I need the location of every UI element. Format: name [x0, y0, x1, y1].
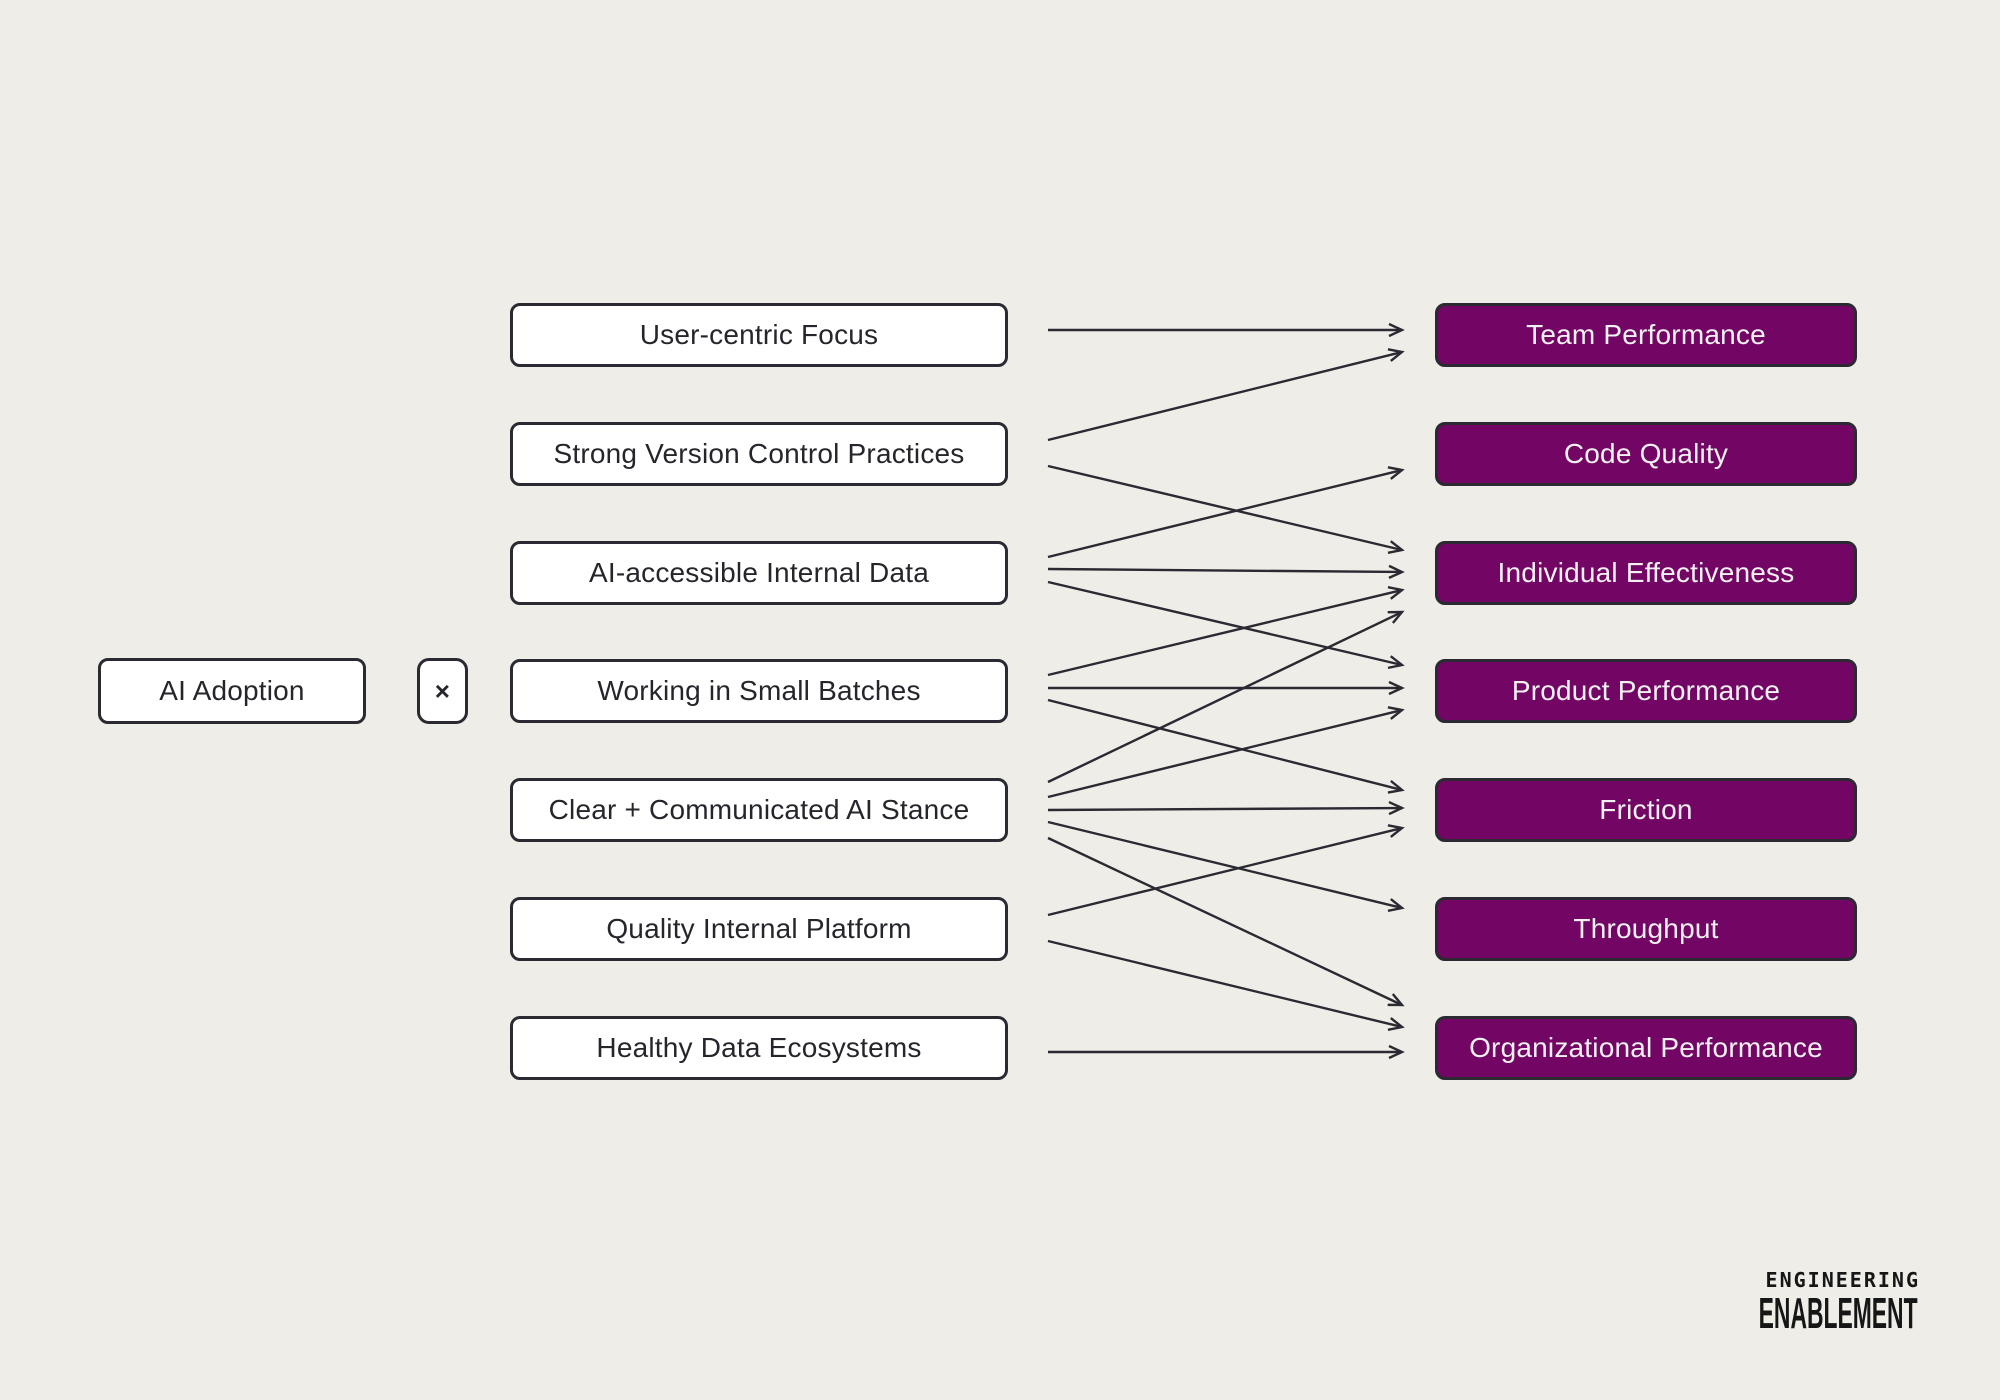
edge-5-to-6: [1047, 939, 1405, 1031]
driver-healthy-data-ecosystems: Healthy Data Ecosystems: [510, 1016, 1008, 1080]
edge-4-to-2: [1047, 610, 1405, 784]
outcome-throughput: Throughput: [1435, 897, 1857, 961]
driver-clear-communicated-ai-stance: Clear + Communicated AI Stance: [510, 778, 1008, 842]
outcome-friction: Friction: [1435, 778, 1857, 842]
edge-5-to-4: [1047, 824, 1405, 917]
logo-line-enablement: ENABLEMENT: [1759, 1289, 1918, 1338]
edge-3-to-2: [1047, 586, 1405, 677]
outcome-individual-effectiveness: Individual Effectiveness: [1435, 541, 1857, 605]
edge-2-to-2: [1047, 564, 1405, 579]
outcome-organizational-performance: Organizational Performance: [1435, 1016, 1857, 1080]
edge-4-to-4: [1047, 800, 1405, 816]
outcome-code-quality: Code Quality: [1435, 422, 1857, 486]
edge-1-to-2: [1047, 464, 1405, 555]
multiply-operator: ×: [417, 658, 468, 724]
edge-1-to-0: [1047, 348, 1405, 442]
driver-quality-internal-platform: Quality Internal Platform: [510, 897, 1008, 961]
edge-2-to-1: [1047, 466, 1405, 559]
engineering-enablement-logo: ENGINEERING ENABLEMENT: [1612, 1270, 1918, 1336]
outcome-product-performance: Product Performance: [1435, 659, 1857, 723]
edge-4-to-3: [1047, 706, 1405, 799]
driver-strong-version-control: Strong Version Control Practices: [510, 422, 1008, 486]
edge-4-to-5: [1047, 820, 1405, 912]
driver-ai-accessible-internal-data: AI-accessible Internal Data: [510, 541, 1008, 605]
outcome-team-performance: Team Performance: [1435, 303, 1857, 367]
driver-working-in-small-batches: Working in Small Batches: [510, 659, 1008, 723]
edge-2-to-3: [1047, 580, 1405, 670]
edge-4-to-6: [1047, 836, 1405, 1007]
logo-line-engineering: ENGINEERING: [1765, 1268, 1920, 1292]
edge-3-to-4: [1047, 698, 1405, 794]
driver-user-centric-focus: User-centric Focus: [510, 303, 1008, 367]
ai-adoption-node: AI Adoption: [98, 658, 366, 724]
